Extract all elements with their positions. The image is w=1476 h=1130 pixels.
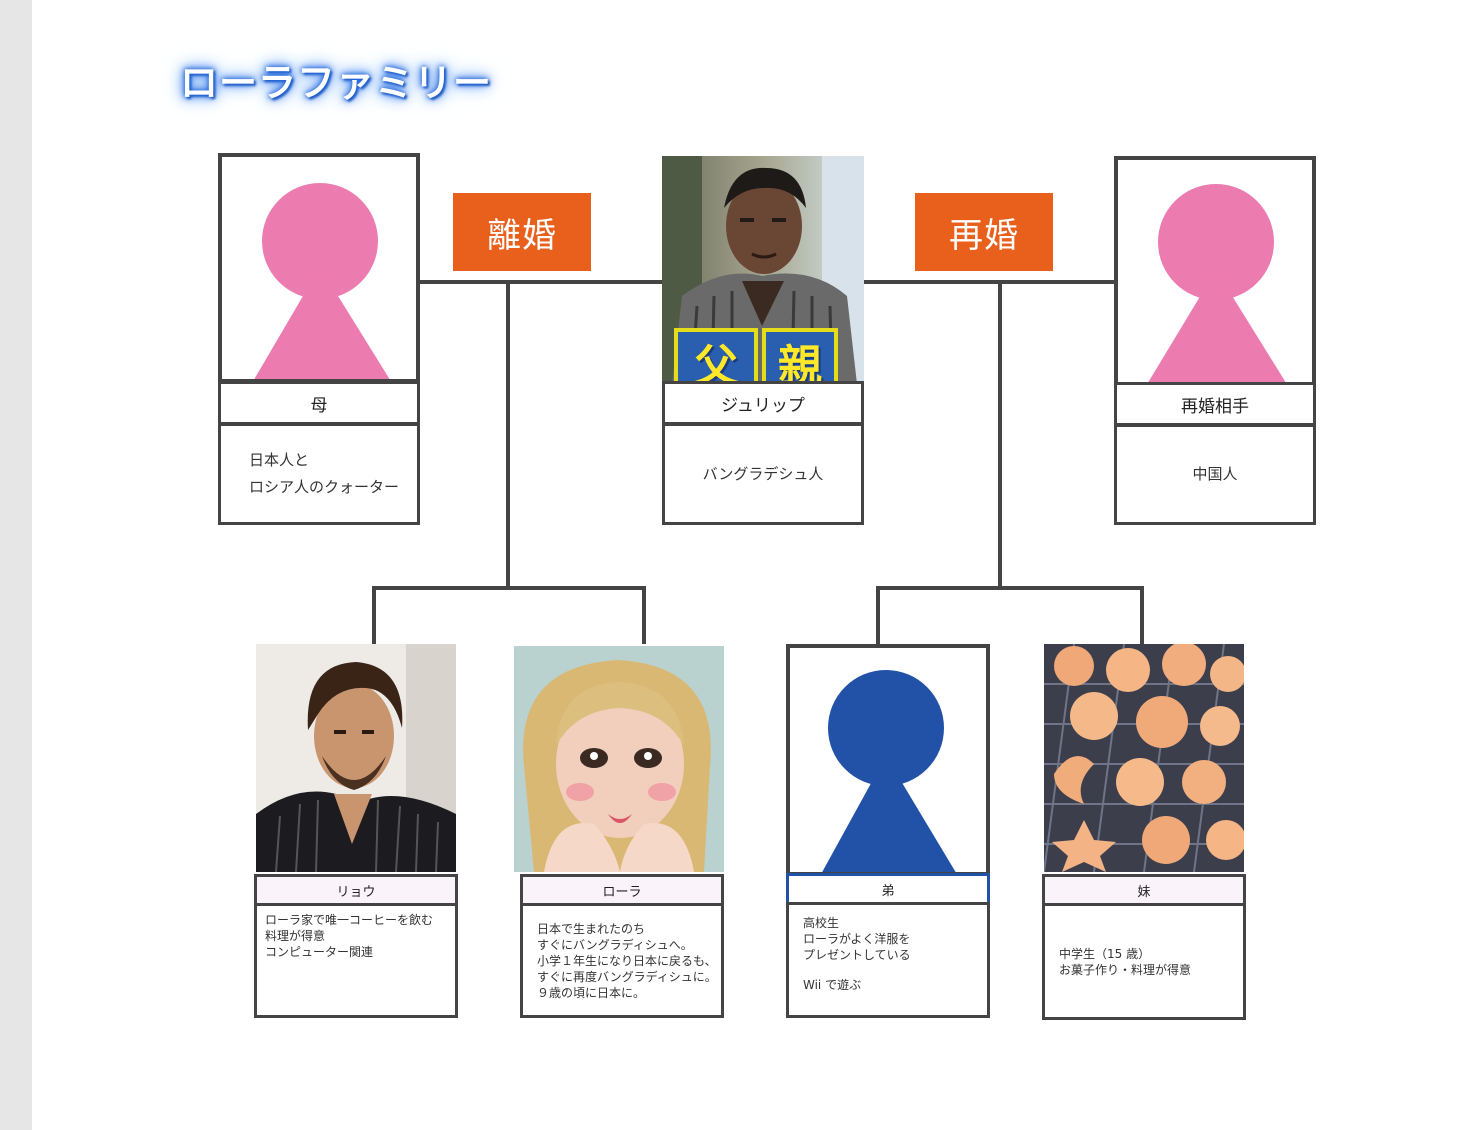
- ryo-description: ローラ家で唯一コーヒーを飲む 料理が得意 コンピューター関連: [254, 903, 458, 1018]
- connector-brother: [876, 586, 880, 646]
- connector-children-left: [372, 586, 646, 590]
- sister-photo: [1044, 644, 1244, 872]
- person-card-father: 父 親 ジュリップ バングラデシュ人: [662, 156, 864, 525]
- father-description: バングラデシュ人: [662, 423, 864, 525]
- connector-ryo: [372, 586, 376, 646]
- mother-desc-line-1: 日本人と: [249, 451, 310, 469]
- father-photo: 父 親: [662, 156, 864, 384]
- mother-photo: [218, 153, 420, 383]
- rola-desc-line-3: 小学１年生になり日本に戻るも、: [537, 953, 717, 968]
- divorce-tag: 離婚: [453, 193, 591, 271]
- mother-description: 日本人と ロシア人のクォーター: [218, 423, 420, 525]
- person-card-stepmother: 再婚相手 中国人: [1114, 156, 1316, 525]
- rola-desc-line-2: すぐにバングラディシュへ。: [537, 937, 693, 952]
- connector-rola: [642, 586, 646, 646]
- sister-desc-line-2: お菓子作り・料理が得意: [1059, 962, 1192, 977]
- person-card-sister: 妹 中学生（15 歳） お菓子作り・料理が得意: [1042, 644, 1246, 1020]
- brother-desc-line-1: 高校生: [803, 916, 840, 930]
- rola-desc-line-5: ９歳の頃に日本に。: [537, 985, 646, 1000]
- connector-father-stepmother: [862, 280, 1114, 284]
- person-silhouette-icon: [254, 183, 390, 379]
- family-tree-canvas: ローラファミリー 離婚 再婚 母 日本人と ロシア人のクォーター: [32, 0, 1476, 1130]
- brother-description: 高校生 ローラがよく洋服を プレゼントしている Wii で遊ぶ: [786, 902, 990, 1018]
- ryo-desc-line-2: 料理が得意: [265, 929, 326, 943]
- connector-divorce-down: [506, 282, 510, 588]
- mother-desc-line-2: ロシア人のクォーター: [249, 478, 400, 496]
- father-name: ジュリップ: [662, 381, 864, 425]
- stepmother-photo: [1114, 156, 1316, 386]
- rola-name: ローラ: [520, 874, 724, 906]
- sister-desc-line-1: 中学生（15 歳）: [1059, 946, 1151, 961]
- ryo-photo: [256, 644, 456, 872]
- connector-sister: [1140, 586, 1144, 646]
- connector-children-right: [876, 586, 1144, 590]
- connector-mother-father: [418, 280, 664, 284]
- ryo-name: リョウ: [254, 874, 458, 906]
- rola-desc-line-4: すぐに再度バングラディシュに。: [537, 969, 717, 984]
- person-silhouette-icon: [1148, 184, 1286, 382]
- sister-name: 妹: [1042, 874, 1246, 906]
- stepmother-name: 再婚相手: [1114, 382, 1316, 426]
- father-caption-right: 親: [778, 341, 822, 384]
- person-card-mother: 母 日本人と ロシア人のクォーター: [218, 153, 420, 525]
- brother-desc-line-2: ローラがよく洋服を: [803, 932, 911, 946]
- mother-name: 母: [218, 381, 420, 425]
- stepmother-description: 中国人: [1114, 424, 1316, 525]
- ryo-desc-line-1: ローラ家で唯一コーヒーを飲む: [265, 913, 434, 927]
- person-card-rola: ローラ 日本で生まれたのち すぐにバングラディシュへ。 小学１年生になり日本に戻…: [514, 644, 724, 1018]
- rola-photo: [514, 646, 724, 872]
- brother-photo: [786, 644, 990, 876]
- brother-name: 弟: [786, 873, 990, 905]
- sister-description: 中学生（15 歳） お菓子作り・料理が得意: [1042, 903, 1246, 1020]
- rola-description: 日本で生まれたのち すぐにバングラディシュへ。 小学１年生になり日本に戻るも、 …: [520, 903, 724, 1018]
- rola-desc-line-1: 日本で生まれたのち: [537, 921, 646, 936]
- page-title: ローラファミリー: [180, 61, 493, 105]
- brother-desc-line-5: Wii で遊ぶ: [803, 978, 862, 992]
- brother-desc-line-3: プレゼントしている: [803, 948, 911, 962]
- ryo-desc-line-3: コンピューター関連: [265, 945, 374, 959]
- brother-desc-spacer: [803, 963, 987, 977]
- connector-remarriage-down: [998, 282, 1002, 588]
- stepmother-desc-line-1: 中国人: [1192, 465, 1238, 483]
- father-desc-line-1: バングラデシュ人: [702, 464, 824, 483]
- father-caption-left: 父: [694, 341, 738, 384]
- person-card-ryo: リョウ ローラ家で唯一コーヒーを飲む 料理が得意 コンピューター関連: [254, 644, 458, 1018]
- person-card-brother: 弟 高校生 ローラがよく洋服を プレゼントしている Wii で遊ぶ: [786, 644, 990, 1018]
- remarriage-tag: 再婚: [915, 193, 1053, 271]
- person-silhouette-icon: [822, 670, 956, 872]
